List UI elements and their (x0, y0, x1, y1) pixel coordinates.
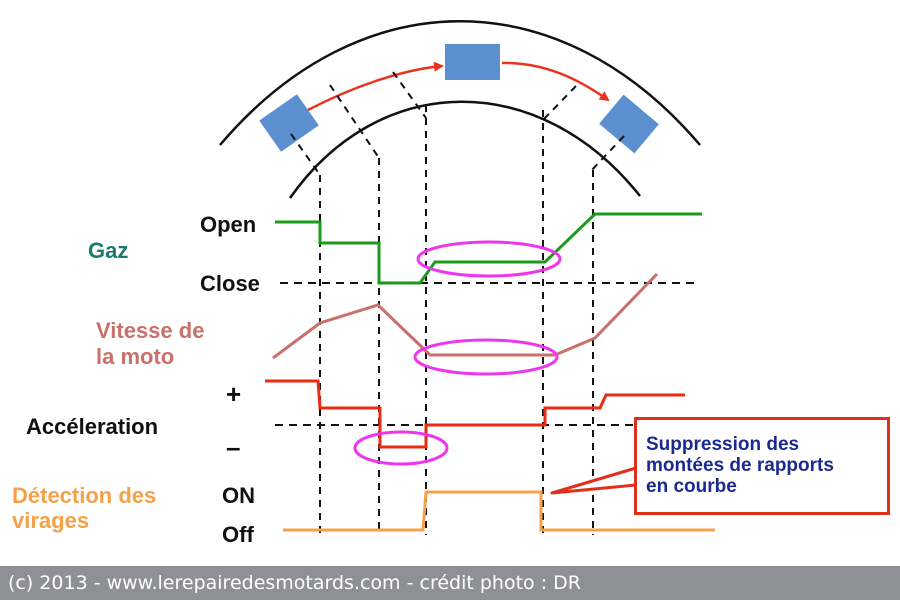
vitesse-line (272, 272, 659, 360)
dashed-leaders (290, 71, 625, 176)
callout-line-1: Suppression des (646, 434, 800, 455)
highlight-gaz (416, 240, 562, 278)
callout-line-2: montées de rapports (646, 455, 834, 476)
time-markers (319, 105, 594, 535)
callout-line-3: en courbe (646, 476, 737, 497)
road-outer-curve (219, 20, 701, 146)
credit-text: (c) 2013 - www.lerepairedesmotards.com -… (8, 572, 581, 594)
vehicle-left (259, 94, 319, 152)
label-acceleration: Accéleration (26, 414, 158, 439)
label-close: Close (200, 271, 260, 296)
label-off: Off (222, 522, 254, 547)
vehicle-right (599, 94, 659, 154)
vehicle-center (445, 44, 500, 80)
gaz-line (275, 212, 702, 285)
label-on: ON (222, 483, 255, 508)
label-vitesse-line2: la moto (96, 344, 174, 369)
label-minus: – (226, 432, 240, 462)
highlight-acceleration (353, 430, 449, 466)
highlight-ellipses (353, 240, 562, 466)
callout-box: Suppression des montées de rapports en c… (634, 417, 890, 515)
road-inner-curve (288, 100, 641, 199)
detection-line (283, 490, 715, 532)
acceleration-line (265, 379, 685, 449)
label-vitesse-line1: Vitesse de (96, 318, 204, 343)
label-detection-line2: virages (12, 508, 89, 533)
label-detection-line1: Détection des (12, 483, 156, 508)
credit-footer: (c) 2013 - www.lerepairedesmotards.com -… (0, 566, 900, 600)
trajectory-arrow-left (307, 61, 444, 112)
highlight-vitesse (413, 338, 559, 376)
label-open: Open (200, 212, 256, 237)
trajectory-arrow-right (501, 61, 610, 102)
label-plus: + (226, 379, 241, 409)
label-gaz: Gaz (88, 238, 128, 263)
